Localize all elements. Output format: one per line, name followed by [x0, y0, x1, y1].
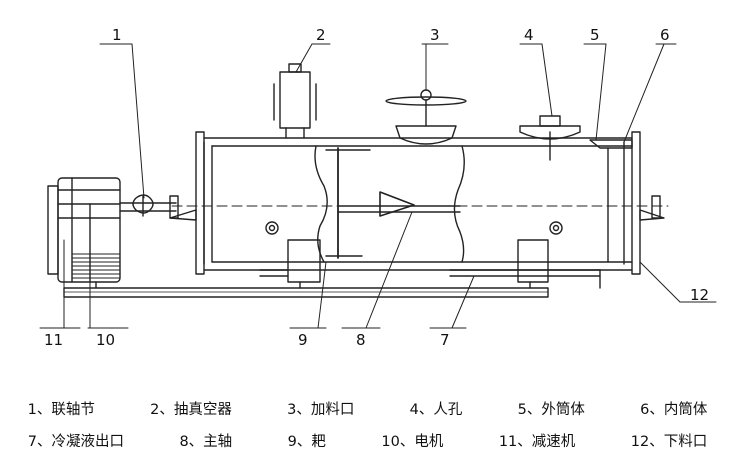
base-frame [63, 287, 549, 298]
right-flange [589, 131, 665, 275]
callout-4: 4 [524, 26, 534, 44]
legend-item-9: 9、耙 [287, 434, 326, 450]
callout-12: 12 [690, 286, 709, 304]
legend-item-6: 6、内筒体 [640, 402, 708, 418]
legend-item-3: 3、加料口 [287, 402, 355, 418]
legend-item-8: 8、主轴 [179, 434, 233, 450]
callout-9: 9 [298, 331, 308, 349]
vacuum-rake-dryer-diagram: 1 2 3 4 5 6 7 8 9 10 11 12 [39, 26, 717, 349]
legend-item-2: 2、抽真空器 [150, 402, 232, 418]
legend-item-4: 4、人孔 [409, 402, 463, 418]
callout-8: 8 [356, 331, 366, 349]
legend-item-1: 1、联轴节 [27, 402, 95, 418]
callout-7: 7 [440, 331, 450, 349]
legend-item-11: 11、减速机 [498, 434, 576, 450]
callout-10: 10 [96, 331, 115, 349]
cutaway [314, 145, 465, 263]
condensate-outlet [259, 269, 601, 289]
feed-inlet [385, 89, 467, 145]
leader-lines [39, 43, 717, 329]
legend-item-7: 7、冷凝液出口 [27, 434, 124, 450]
callout-11: 11 [44, 331, 63, 349]
callout-3: 3 [430, 26, 440, 44]
rake-supports [287, 239, 549, 289]
callout-6: 6 [660, 26, 670, 44]
vacuum-extractor [273, 63, 317, 139]
legend-item-10: 10、电机 [381, 434, 444, 450]
callout-2: 2 [316, 26, 326, 44]
legend-row-2: 7、冷凝液出口 8、主轴 9、耙 10、电机 11、减速机 12、下料口 [0, 430, 735, 451]
motor-gearbox [47, 177, 121, 289]
legend-item-12: 12、下料口 [630, 434, 708, 450]
callout-5: 5 [590, 26, 600, 44]
legend-row-1: 1、联轴节 2、抽真空器 3、加料口 4、人孔 5、外筒体 6、内筒体 [0, 398, 735, 419]
manhole [519, 115, 581, 161]
coupling [119, 194, 179, 219]
main-shaft [171, 191, 669, 217]
outer-shell [203, 137, 633, 271]
legend-item-5: 5、外筒体 [517, 402, 585, 418]
callout-1: 1 [112, 26, 122, 44]
sight-holes [265, 221, 563, 235]
callout-labels: 1 2 3 4 5 6 7 8 9 10 11 12 [44, 26, 709, 349]
left-flange [169, 131, 205, 275]
